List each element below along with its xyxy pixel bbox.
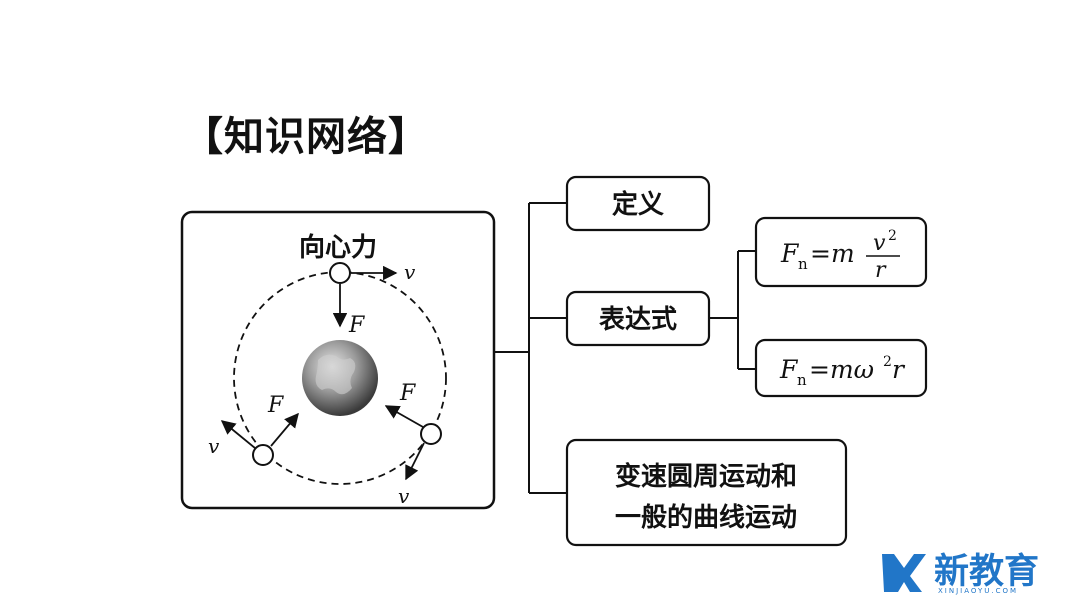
formula1-F: F	[780, 239, 800, 268]
formula-omega-node: F n =mω 2 r	[754, 338, 928, 398]
satellite-bottom-left	[252, 444, 274, 466]
page-title: 【知识网络】	[183, 114, 429, 160]
force-label-left: F	[267, 393, 284, 418]
force-arrow-left	[270, 412, 299, 447]
formula2-eq: =mω	[809, 355, 874, 384]
brand-logo: 新教育	[878, 548, 1039, 596]
formula1-denominator: r	[875, 258, 887, 283]
brand-url: XINJIAOYU.COM	[938, 587, 1019, 595]
connector-lines	[494, 202, 756, 494]
velocity-arrow-right	[405, 442, 425, 481]
definition-label: 定义	[612, 189, 664, 220]
definition-node: 定义	[565, 175, 711, 232]
curvilinear-motion-node: 变速圆周运动和 一般的曲线运动	[565, 438, 848, 547]
satellite-top	[329, 262, 351, 284]
force-label-top: F	[348, 313, 365, 338]
centripetal-force-box: 向心力 v F v F v F	[180, 210, 496, 510]
velocity-arrow-left	[220, 420, 256, 449]
formula2-tail: r	[892, 355, 906, 384]
expression-label: 表达式	[599, 305, 677, 335]
formula1-numerator: v	[873, 231, 886, 256]
motion-line-2: 一般的曲线运动	[615, 502, 797, 533]
formula1-sub: n	[798, 255, 808, 273]
satellite-bottom-right	[420, 423, 442, 445]
brand-name: 新教育	[934, 551, 1040, 592]
root-title: 向心力	[299, 232, 377, 263]
velocity-label-left: v	[208, 434, 220, 458]
formula-velocity-node: F n =m v 2 r	[754, 216, 928, 288]
force-label-right: F	[399, 381, 416, 406]
brand-mark-icon	[882, 554, 926, 592]
velocity-label-top: v	[404, 260, 416, 284]
formula1-num-exp: 2	[888, 228, 897, 244]
motion-line-1: 变速圆周运动和	[615, 461, 797, 492]
formula2-exp: 2	[883, 354, 892, 370]
expression-node: 表达式	[565, 290, 711, 347]
orbit-path	[233, 271, 447, 485]
earth-image	[302, 340, 378, 416]
velocity-label-right: v	[398, 484, 410, 508]
formula1-eq: =m	[810, 239, 855, 268]
force-arrow-right	[384, 405, 424, 428]
formula2-sub: n	[797, 371, 807, 389]
formula2-F: F	[779, 355, 799, 384]
